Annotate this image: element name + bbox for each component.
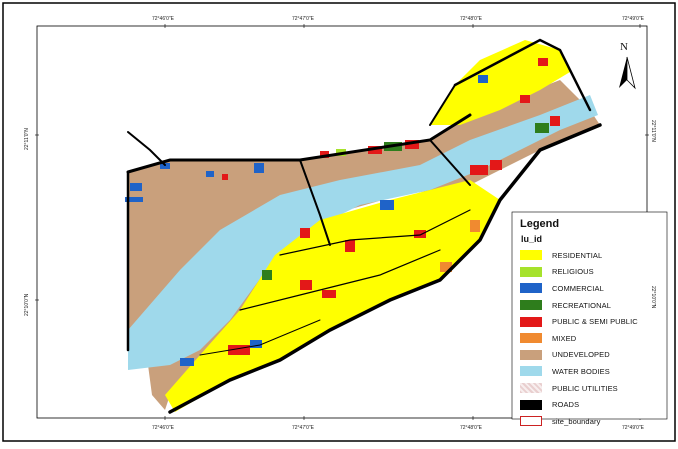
roads xyxy=(126,38,602,414)
coord-left-2: 22°10'0"N xyxy=(24,293,30,316)
legend-swatch xyxy=(520,283,542,294)
legend-item: COMMERCIAL xyxy=(520,280,670,297)
coord-left-1: 22°11'0"N xyxy=(24,128,30,150)
coord-bottom-1: 72°46'0"E xyxy=(152,425,174,431)
legend-label: RECREATIONAL xyxy=(552,300,611,310)
coord-top-4: 72°49'0"E xyxy=(622,16,644,22)
legend-label: RESIDENTIAL xyxy=(552,250,603,260)
legend-swatch xyxy=(520,383,542,394)
legend-item: MIXED xyxy=(520,330,670,347)
legend-swatch xyxy=(520,250,542,261)
coord-right-1: 22°11'0"N xyxy=(650,120,656,142)
legend-swatch xyxy=(520,333,542,344)
legend: Legend lu_id RESIDENTIAL RELIGIOUS COMMERC… xyxy=(520,218,670,430)
north-arrow-icon xyxy=(619,56,636,90)
legend-label: PUBLIC UTILITIES xyxy=(552,383,618,393)
coord-bottom-3: 72°48'0"E xyxy=(460,425,482,431)
legend-label: RELIGIOUS xyxy=(552,267,594,277)
legend-item: UNDEVELOPED xyxy=(520,347,670,364)
legend-swatch xyxy=(520,266,542,277)
legend-swatch xyxy=(520,366,542,377)
legend-swatch xyxy=(520,399,542,410)
legend-items: RESIDENTIAL RELIGIOUS COMMERCIAL RECREATION… xyxy=(520,247,670,430)
legend-swatch xyxy=(520,316,542,327)
coord-top-1: 72°46'0"E xyxy=(152,16,174,22)
legend-item: RECREATIONAL xyxy=(520,297,670,314)
coord-top-2: 72°47'0"E xyxy=(292,16,314,22)
legend-item: WATER BODIES xyxy=(520,363,670,380)
legend-swatch xyxy=(520,349,542,360)
legend-item: RESIDENTIAL xyxy=(520,247,670,264)
legend-label: site_boundary xyxy=(552,416,601,426)
coord-bottom-4: 72°49'0"E xyxy=(622,425,644,431)
coord-top-3: 72°48'0"E xyxy=(460,16,482,22)
north-label: N xyxy=(620,41,628,53)
legend-label: PUBLIC & SEMI PUBLIC xyxy=(552,317,638,327)
legend-item: PUBLIC UTILITIES xyxy=(520,380,670,397)
legend-label: ROADS xyxy=(552,400,580,410)
coord-bottom-2: 72°47'0"E xyxy=(292,425,314,431)
legend-label: WATER BODIES xyxy=(552,366,610,376)
water-body-river xyxy=(128,95,598,370)
legend-item: PUBLIC & SEMI PUBLIC xyxy=(520,313,670,330)
legend-swatch xyxy=(520,300,542,311)
legend-item: ROADS xyxy=(520,396,670,413)
legend-title: Legend xyxy=(520,218,560,230)
legend-label: MIXED xyxy=(552,333,577,343)
legend-subtitle: lu_id xyxy=(521,234,543,244)
legend-label: COMMERCIAL xyxy=(552,283,604,293)
legend-label: UNDEVELOPED xyxy=(552,350,610,360)
legend-item: RELIGIOUS xyxy=(520,264,670,281)
legend-item: site_boundary xyxy=(520,413,670,430)
legend-swatch xyxy=(520,416,542,427)
graticule-ticks xyxy=(35,24,649,420)
residential-zone-north xyxy=(430,40,570,125)
